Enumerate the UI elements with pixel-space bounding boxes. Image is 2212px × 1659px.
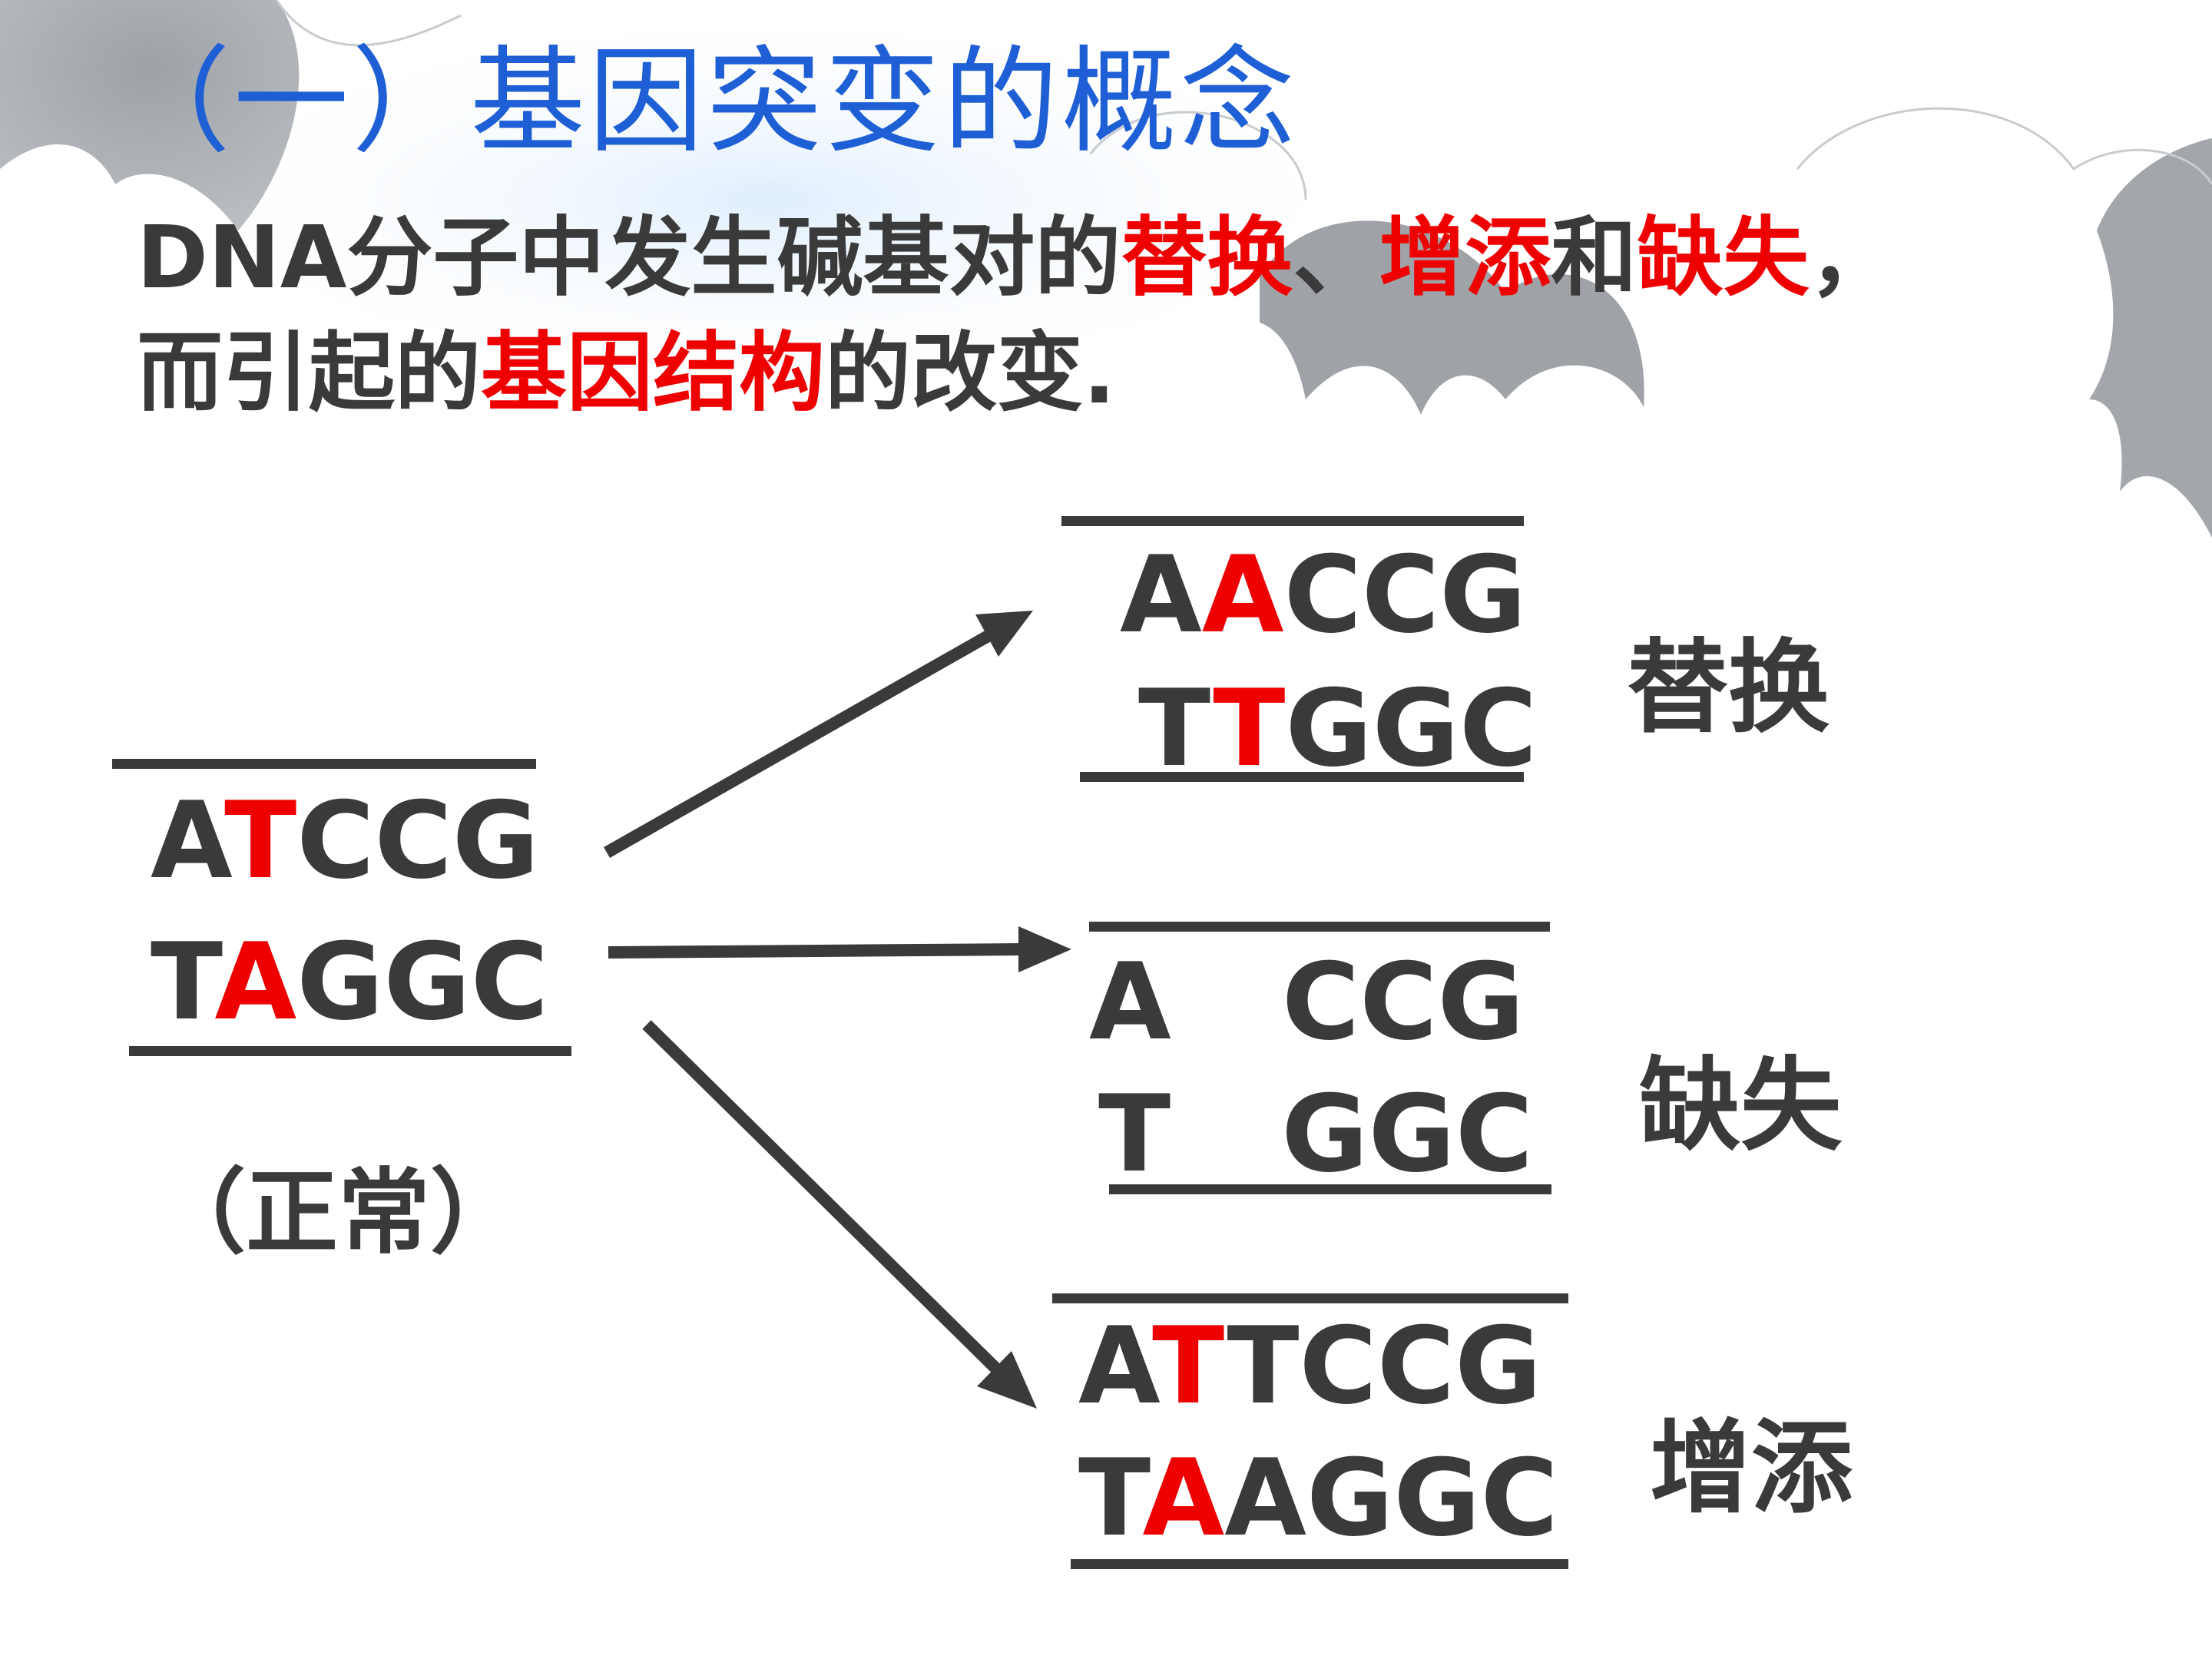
substitution-bottom-line [1080, 772, 1524, 782]
substitution-label: 替换 [1627, 629, 1830, 747]
base-sequence: CCG [296, 779, 540, 902]
normal-top-line [112, 759, 536, 769]
base-sequence: AGGC [1224, 1436, 1558, 1560]
definition-text: DNA分子中发生碱基对的 [137, 208, 1121, 308]
substitution-top-line [1061, 516, 1524, 526]
arrow-to-deletion [608, 926, 1071, 972]
cloud-outline-right [1796, 107, 2212, 185]
definition-text: 、 [1293, 208, 1379, 308]
normal-label: （正常） [154, 1160, 522, 1267]
cloud-outline-center [1089, 111, 1307, 200]
cloud-shape-center [1260, 220, 1644, 415]
cloud-shape-right [2089, 138, 2212, 538]
base-sequence: A [151, 779, 225, 902]
definition-line-1: DNA分子中发生碱基对的替换、增添和缺失， [137, 215, 1895, 301]
base-sequence: T [1078, 1436, 1143, 1560]
base-sequence: A [1078, 1304, 1153, 1428]
definition-highlight: 基因结构 [481, 323, 825, 423]
mutated-base: A [1201, 533, 1284, 657]
definition-highlight: 缺失 [1637, 208, 1810, 308]
base-sequence: GGC [296, 920, 549, 1044]
deletion-bottom-line [1109, 1184, 1551, 1194]
base-sequence: CCG [1283, 533, 1527, 657]
normal-bottom-strand: TAGGC [151, 929, 548, 1035]
base-sequence: T [151, 920, 215, 1044]
mutated-base: A [214, 920, 297, 1044]
definition-text: 而引起的 [137, 323, 481, 423]
arrow-to-substitution [604, 611, 1033, 858]
insertion-top-strand: ATTCCG [1078, 1313, 1541, 1419]
definition-line-2: 而引起的基因结构的改变. [137, 330, 1116, 416]
base-sequence: T [1138, 667, 1214, 790]
definition-text: 的改变. [825, 323, 1116, 423]
base-sequence: T GGC [1098, 1072, 1534, 1196]
substitution-bottom-strand: TTGGC [1138, 676, 1537, 782]
cloud-shape-left [0, 0, 300, 230]
definition-text: 和 [1551, 208, 1637, 308]
slide-title: （一）基因突变的概念 [115, 35, 1299, 169]
base-sequence: A CCG [1089, 940, 1525, 1064]
definition-highlight: 增添 [1379, 208, 1551, 308]
arrow-to-insertion [642, 1020, 1037, 1409]
insertion-top-line [1052, 1293, 1568, 1303]
mutated-base: T [1213, 667, 1286, 790]
insertion-bottom-line [1071, 1559, 1568, 1569]
definition-highlight: 替换 [1121, 208, 1293, 308]
base-sequence: A [1120, 533, 1202, 657]
base-sequence: GGC [1285, 667, 1538, 790]
mutated-base: T [224, 779, 297, 902]
deletion-bottom-strand: T GGC [1098, 1081, 1533, 1187]
deletion-top-line [1089, 922, 1550, 932]
substitution-top-strand: AACCG [1120, 542, 1526, 648]
insertion-label: 增添 [1650, 1409, 1853, 1528]
cloud-outline-top [275, 0, 462, 47]
deletion-top-strand: A CCG [1089, 949, 1525, 1055]
insertion-bottom-strand: TAAGGC [1078, 1445, 1558, 1551]
definition-text: ， [1809, 208, 1896, 308]
deletion-label: 缺失 [1639, 1047, 1842, 1165]
mutated-base: A [1142, 1436, 1225, 1560]
normal-top-strand: ATCCG [151, 788, 539, 894]
base-sequence: TCCG [1227, 1304, 1542, 1428]
normal-bottom-line [129, 1046, 571, 1056]
mutated-base: T [1152, 1304, 1227, 1428]
